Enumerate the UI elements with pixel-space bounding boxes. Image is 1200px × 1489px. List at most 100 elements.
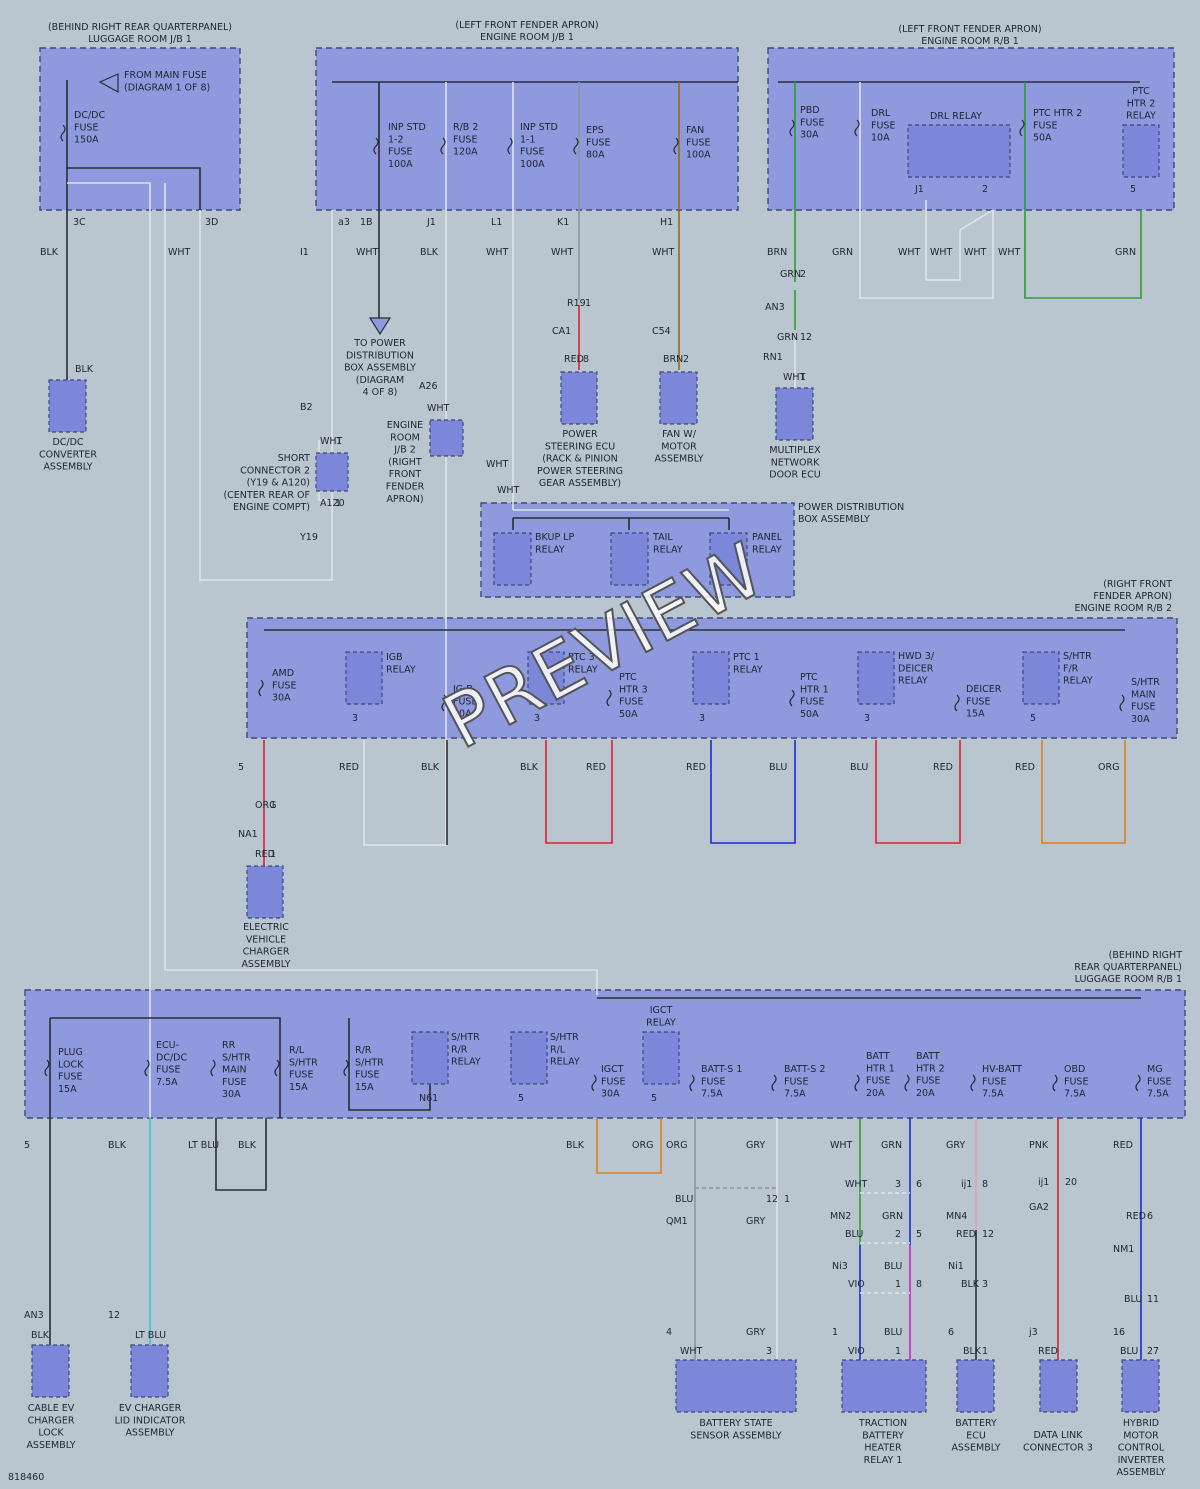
text-line: ENGINE COMPT) [233, 502, 310, 513]
pin-label: GRN [1115, 247, 1136, 258]
pin-label: BLK [31, 1330, 50, 1341]
text-line: ECU- [156, 1040, 179, 1051]
text-line: TRACTION [858, 1418, 907, 1429]
text-line: DC/DC [74, 110, 105, 121]
text-line: PTC [800, 672, 818, 683]
traction-box [841, 1359, 927, 1413]
text-line: BKUP LP [535, 532, 574, 543]
text-line: RELAY [646, 1017, 676, 1028]
text-line: INVERTER [1118, 1455, 1165, 1466]
text-line: (RIGHT [388, 457, 422, 468]
pin-label: ORG [255, 800, 276, 811]
pin-label: 5 [1130, 184, 1136, 195]
dlc3-box [1039, 1359, 1078, 1413]
text-line: ECU [966, 1430, 986, 1441]
text-line: FUSE [800, 117, 824, 128]
box-title-erjb1: (LEFT FRONT FENDER APRON)ENGINE ROOM J/B… [455, 20, 598, 43]
text-line: NETWORK [771, 457, 820, 468]
short-connector [315, 452, 349, 492]
text-line: 100A [686, 150, 711, 161]
shtr-fr-relay-box [1022, 651, 1060, 705]
text-line: HTR 2 [916, 1063, 945, 1074]
pin-label: 5 [24, 1140, 30, 1151]
text-line: ASSEMBLY [951, 1443, 1000, 1454]
pin-label: NA1 [238, 829, 258, 840]
text-line: TAIL [652, 532, 673, 543]
pin-label: 1 [270, 800, 276, 811]
text-line: 80A [586, 150, 605, 161]
text-line: PTC 1 [733, 652, 760, 663]
pin-label: 8 [916, 1279, 922, 1290]
text-line: HTR 2 [1127, 98, 1156, 109]
text-line: ENGINE ROOM R/B 1 [921, 36, 1019, 47]
text-line: FUSE [619, 697, 643, 708]
pin-label: GRY [946, 1140, 965, 1151]
text-line: FUSE [686, 137, 710, 148]
text-line: RELAY 1 [864, 1455, 903, 1466]
pin-label: BLU [1120, 1346, 1138, 1357]
pin-label: 12 [800, 332, 812, 343]
pin-label: MN2 [830, 1211, 851, 1222]
pin-label: 1 [335, 498, 341, 509]
pin-label: AN3 [24, 1310, 44, 1321]
text-line: INP STD [520, 122, 558, 133]
pin-label: ORG [666, 1140, 687, 1151]
text-line: POWER [562, 429, 598, 440]
pin-label: GRY [746, 1327, 765, 1338]
text-line: ENGINE [387, 420, 423, 431]
text-line: PTC [1132, 86, 1150, 97]
text-line: (LEFT FRONT FENDER APRON) [898, 24, 1041, 35]
pin-label: 5 [916, 1229, 922, 1240]
pin-label: RED [1038, 1346, 1058, 1357]
to-pdb-triangle [368, 317, 392, 336]
pin-label: 2 [800, 269, 806, 280]
text-line: ASSEMBLY [241, 959, 290, 970]
text-line: BATT [866, 1051, 890, 1062]
pin-label: N61 [419, 1093, 438, 1104]
pin-label: RED [255, 849, 275, 860]
luggage-room-rb1 [24, 989, 1186, 1119]
pin-label: 1 [270, 849, 276, 860]
text-line: 15A [289, 1082, 308, 1093]
from-main-fuse-triangle [98, 73, 119, 94]
text-line: 7.5A [784, 1089, 806, 1100]
text-line: DRL [871, 108, 891, 119]
text-line: RELAY [898, 676, 928, 687]
text-line: F/R [1063, 663, 1079, 674]
pin-label: BRN [663, 354, 683, 365]
pin-label: 3 [534, 713, 540, 724]
pin-label: WHT [486, 247, 509, 258]
pin-label: BLU [675, 1194, 693, 1205]
pin-label: WHT [356, 247, 379, 258]
text-line: RELAY [653, 544, 683, 555]
shtr-rr-relay-box [411, 1031, 449, 1085]
text-line: PTC HTR 2 [1033, 108, 1082, 119]
pin-label: WHT [652, 247, 675, 258]
text-line: VEHICLE [246, 934, 286, 945]
text-line: IG-B [453, 684, 473, 695]
text-line: DEICER [966, 684, 1002, 695]
text-line: RELAY [733, 664, 763, 675]
pin-label: 27 [1147, 1346, 1159, 1357]
pin-label: RED [933, 762, 953, 773]
pin-label: RED [1126, 1211, 1146, 1222]
text-line: R/R [355, 1045, 372, 1056]
text-line: MG [1147, 1064, 1163, 1075]
text-line: S/HTR [222, 1052, 251, 1063]
text-line: DATA LINK [1034, 1430, 1084, 1441]
text-line: S/HTR [355, 1057, 384, 1068]
